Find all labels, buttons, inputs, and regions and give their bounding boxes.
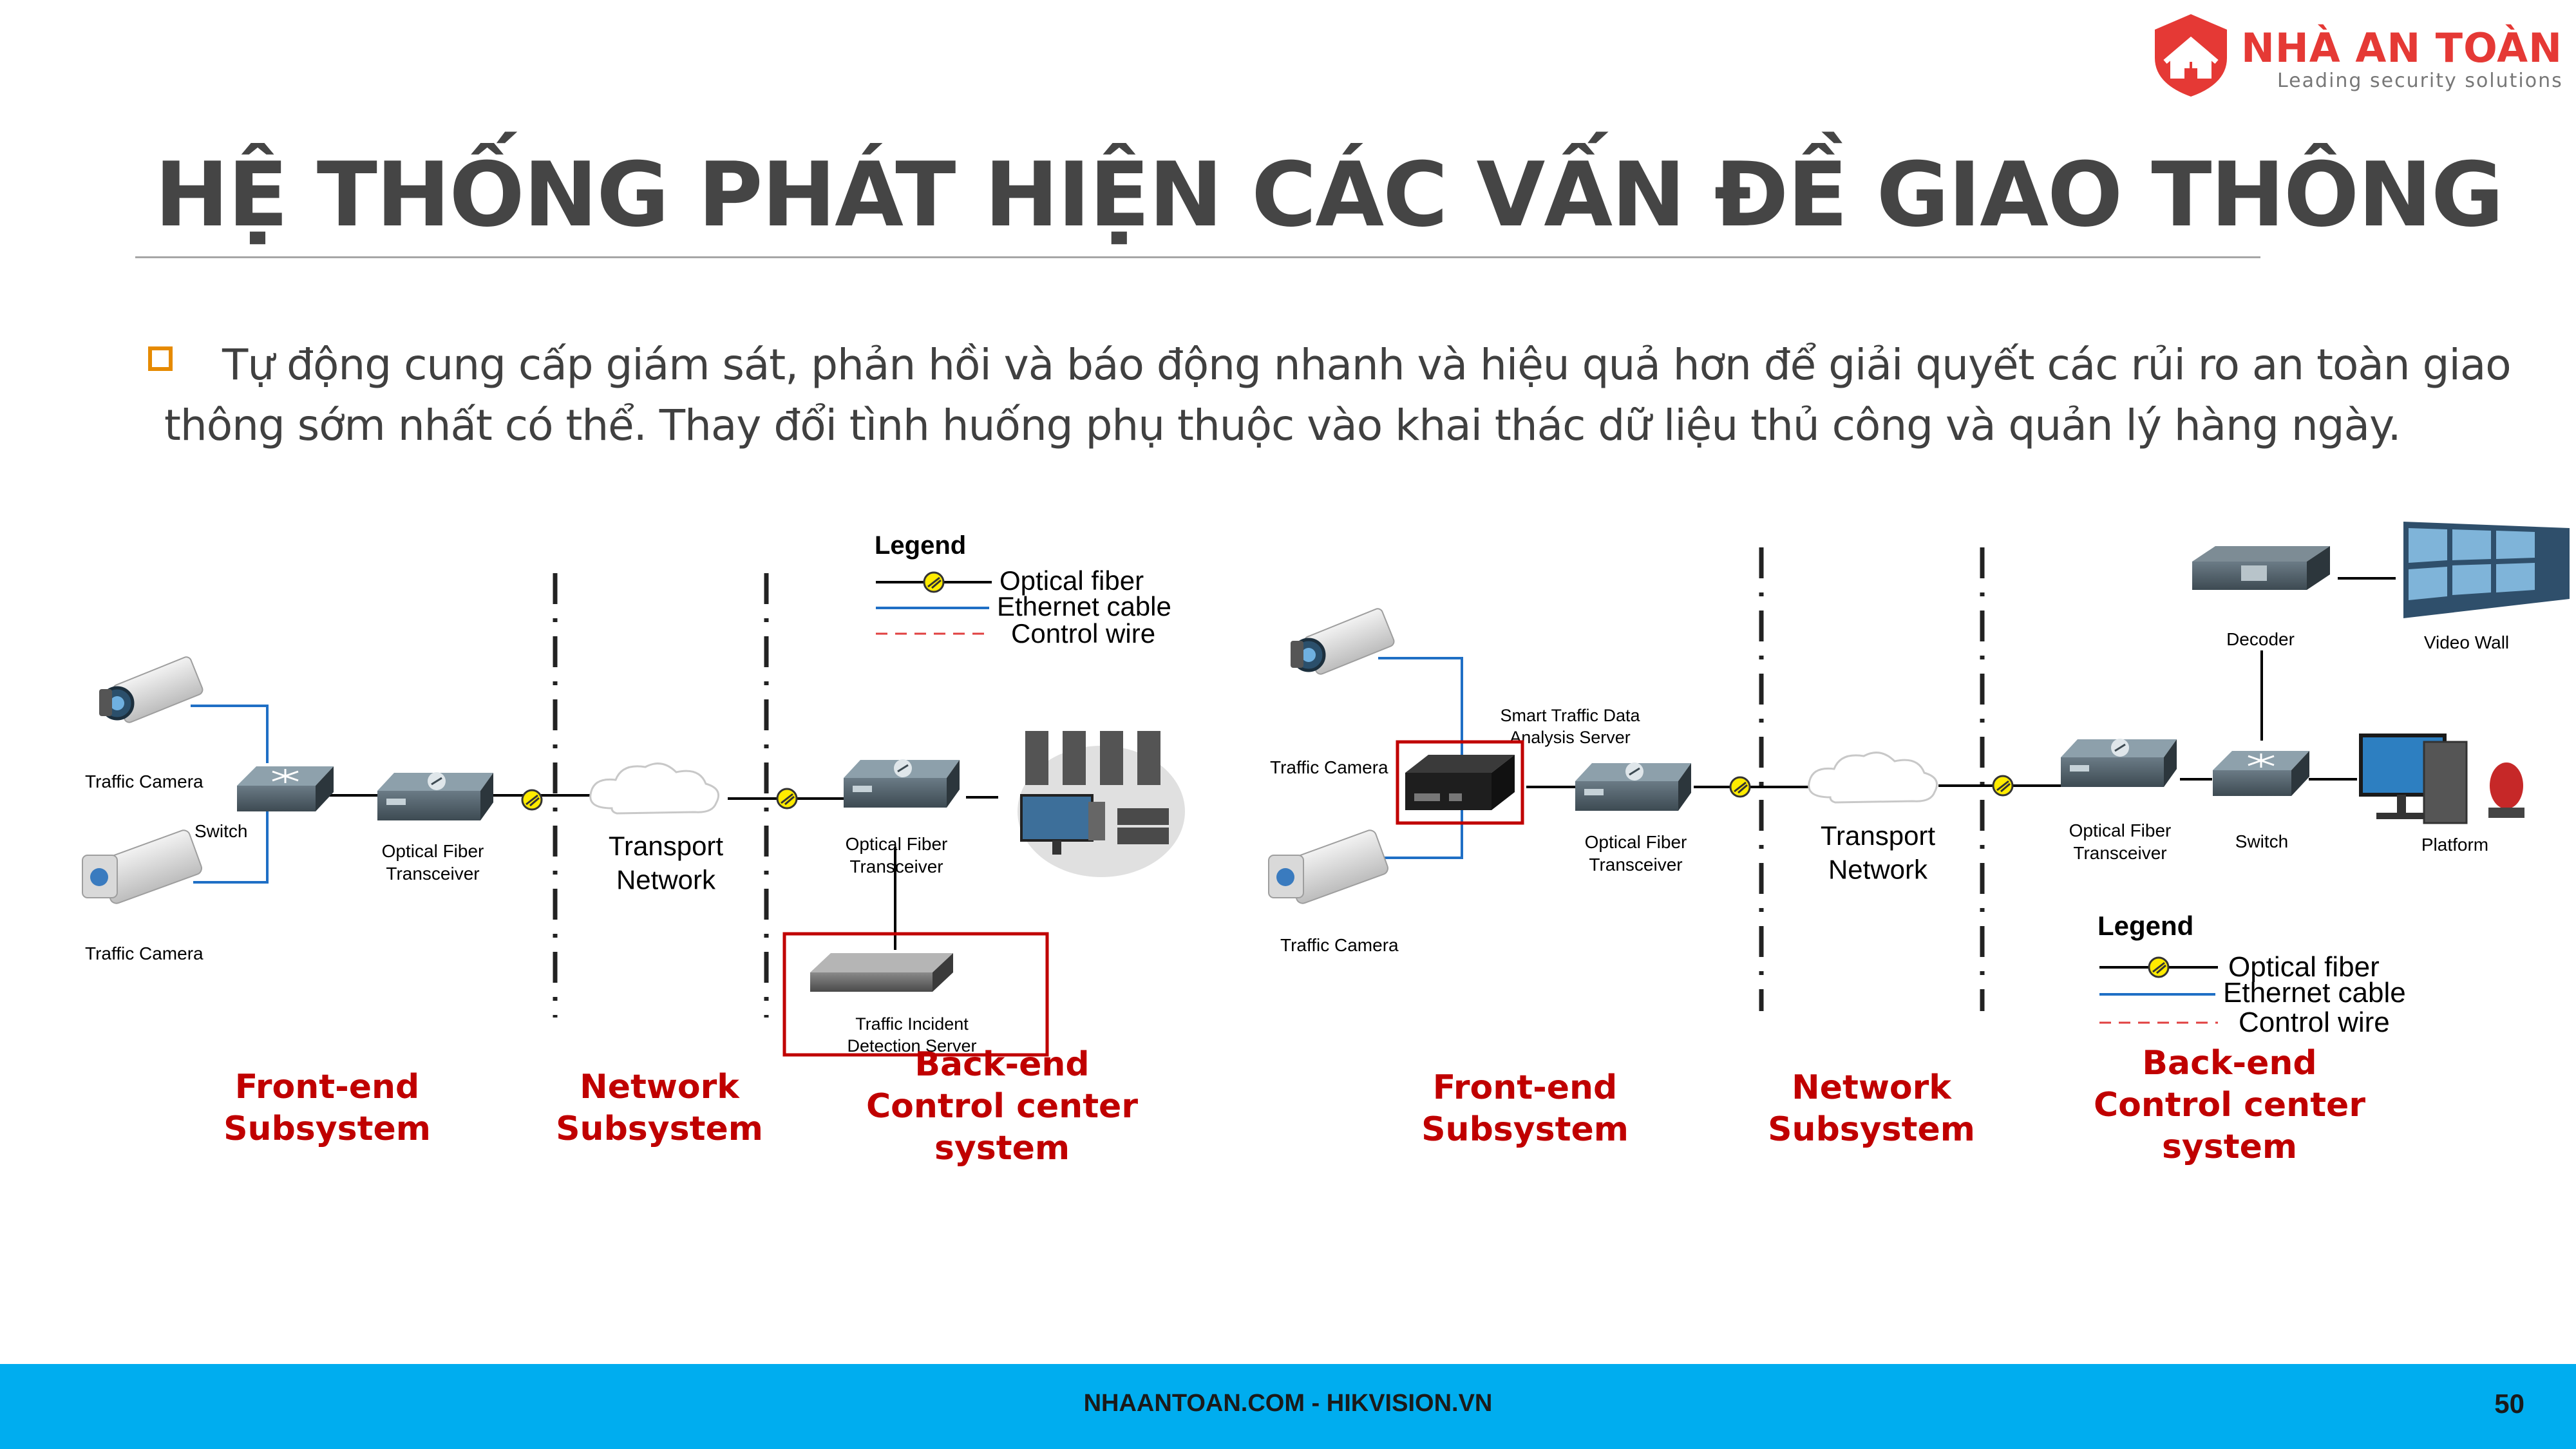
page-number: 50 [2494,1388,2524,1419]
transport-network-cloud-icon [589,762,720,815]
left-camera-top-label: Traffic Camera [85,772,204,791]
right-video-wall-label: Video Wall [2424,632,2509,652]
legend-control-label: Control wire [2239,1007,2390,1038]
legend-ethernet-label: Ethernet cable [2223,977,2406,1009]
transport-network-cloud-icon [1808,752,1938,804]
legend-title: Legend [875,531,966,560]
legend-fiber-label: Optical fiber [999,565,1144,596]
right-platform-label: Platform [2421,835,2488,855]
legend-control-label: Control wire [1011,618,1155,649]
brand-logo: NHÀ AN TOÀN Leading security solutions [2151,12,2563,97]
analysis-server-icon [1405,755,1515,810]
left-switch-label: Switch [194,821,247,841]
house-shield-icon [2155,14,2227,97]
footer-bar: NHAANTOAN.COM - HIKVISION.VN 50 [0,1364,2576,1449]
legend-right: Legend Optical fiber Ethernet cable Cont… [2098,911,2406,1038]
optical-transceiver-icon [2060,737,2178,788]
checkbox-bullet-icon [148,346,173,371]
legend-title: Legend [2098,911,2193,941]
optical-transceiver-icon [842,758,961,809]
decoder-icon [2192,546,2330,590]
traffic-camera-icon [1268,829,1388,904]
right-switch-label: Switch [2235,831,2288,851]
brand-tagline: Leading security solutions [2277,70,2563,92]
legend-left: Legend Optical fiber Ethernet cable Cont… [875,531,1171,649]
video-wall-icon [2403,522,2570,618]
optical-transceiver-icon [376,771,495,822]
description-text: Tự động cung cấp giám sát, phản hồi và b… [164,340,2512,450]
platform-workstation-icon [2359,734,2524,824]
page-title: HỆ THỐNG PHÁT HIỆN CÁC VẤN ĐỀ GIAO THÔNG [155,143,2504,247]
right-decoder-label: Decoder [2226,629,2295,649]
traffic-camera-icon [99,656,204,724]
legend-fiber-label: Optical fiber [2228,951,2380,983]
title-divider [135,256,2260,258]
network-switch-icon [236,765,335,813]
highlight-frame [782,932,1049,1057]
footer-website[interactable]: NHAANTOAN.COM - HIKVISION.VN [1083,1390,1493,1417]
legend-ethernet-label: Ethernet cable [997,591,1171,621]
right-camera-bottom-label: Traffic Camera [1280,935,1399,955]
traffic-camera-icon [1291,607,1396,676]
optical-transceiver-icon [1574,761,1692,812]
brand-name: NHÀ AN TOÀN [2241,24,2563,71]
right-camera-top-label: Traffic Camera [1270,757,1388,777]
left-camera-bottom-label: Traffic Camera [85,943,204,963]
highlight-frame [1396,740,1524,825]
network-switch-icon [2211,750,2311,797]
rack-server-icon [810,953,953,992]
traffic-camera-icon [82,829,202,904]
traffic-system-diagram: Legend Optical fiber Ethernet cable Cont… [82,522,2570,1168]
control-center-icon [1018,731,1185,877]
